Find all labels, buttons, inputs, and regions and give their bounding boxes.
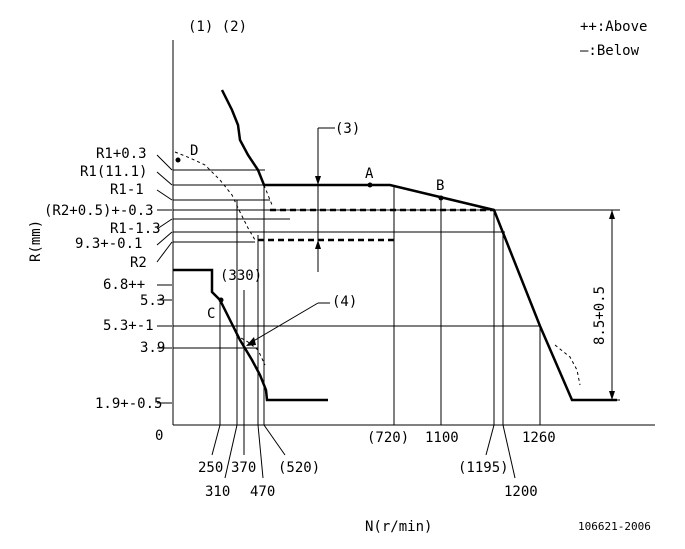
horizontal-reference-lines bbox=[173, 169, 620, 401]
annotation-3: (3) bbox=[335, 121, 360, 137]
curve-ids-label: (1) (2) bbox=[188, 19, 247, 35]
lower-governor-curve bbox=[173, 268, 328, 402]
upper-dashed-curve bbox=[174, 151, 256, 241]
point-c-label: C bbox=[207, 306, 215, 322]
x-label-1195: (1195) bbox=[458, 460, 509, 476]
y-label-r2-plus: (R2+0.5)+-0.3 bbox=[44, 203, 154, 219]
droop-dashed-curve bbox=[554, 344, 581, 386]
x-label-370: 370 bbox=[231, 460, 256, 476]
point-c bbox=[218, 297, 224, 303]
point-a-label: A bbox=[365, 166, 374, 182]
x-label-1100: 1100 bbox=[425, 430, 459, 446]
x-label-leaders bbox=[211, 424, 516, 479]
x-label-720: (720) bbox=[367, 430, 409, 446]
y-label-3-9: 3.9 bbox=[140, 340, 165, 356]
point-a bbox=[367, 182, 373, 188]
dimension-arrow-bottom bbox=[609, 391, 615, 400]
x-axis-label: N(r/min) bbox=[365, 519, 432, 535]
y-label-1-9: 1.9+-0.5 bbox=[95, 396, 162, 412]
lower-dashed-curve bbox=[235, 334, 266, 366]
reference-number: 106621-2006 bbox=[578, 520, 651, 533]
annotation-4-arrowhead bbox=[246, 337, 256, 346]
y-label-5-3: 5.3 bbox=[140, 293, 165, 309]
dimension-label: 8.5+0.5 bbox=[592, 286, 608, 345]
legend-above: ++:Above bbox=[580, 19, 647, 35]
point-d bbox=[175, 157, 181, 163]
x-label-520: (520) bbox=[278, 460, 320, 476]
legend-below: —:Below bbox=[580, 43, 640, 59]
origin-label: 0 bbox=[155, 428, 163, 444]
dimension-arrow-top bbox=[609, 210, 615, 219]
y-label-9-3: 9.3+-0.1 bbox=[75, 236, 142, 252]
y-label-5-3-tol: 5.3+-1 bbox=[103, 318, 154, 334]
annotation-3-arrow-down bbox=[315, 176, 321, 185]
y-label-r1: R1(11.1) bbox=[80, 164, 147, 180]
point-d-label: D bbox=[190, 143, 198, 159]
annotation-4: (4) bbox=[332, 294, 357, 310]
point-b-label: B bbox=[436, 178, 444, 194]
y-label-leaders bbox=[156, 154, 173, 404]
upper-governor-curve bbox=[220, 89, 617, 402]
x-label-310: 310 bbox=[205, 484, 230, 500]
point-b bbox=[438, 195, 444, 201]
y-label-r1-minus13: R1-1.3 bbox=[110, 221, 161, 237]
y-axis-label: R(mm) bbox=[28, 220, 44, 262]
x-label-250: 250 bbox=[198, 460, 223, 476]
vertical-reference-lines bbox=[219, 185, 541, 425]
y-label-r1-plus: R1+0.3 bbox=[96, 146, 147, 162]
y-label-r2: R2 bbox=[130, 255, 147, 271]
annotation-3-arrow-up bbox=[315, 240, 321, 249]
x-label-1260: 1260 bbox=[522, 430, 556, 446]
x-label-1200: 1200 bbox=[504, 484, 538, 500]
upper-dashed-link bbox=[263, 184, 273, 206]
x-label-470: 470 bbox=[250, 484, 275, 500]
y-label-6-8: 6.8++ bbox=[103, 277, 145, 293]
annotation-330: (330) bbox=[220, 268, 262, 284]
y-label-r1-minus1: R1-1 bbox=[110, 182, 144, 198]
annotation-4-arrow-line bbox=[249, 302, 319, 344]
